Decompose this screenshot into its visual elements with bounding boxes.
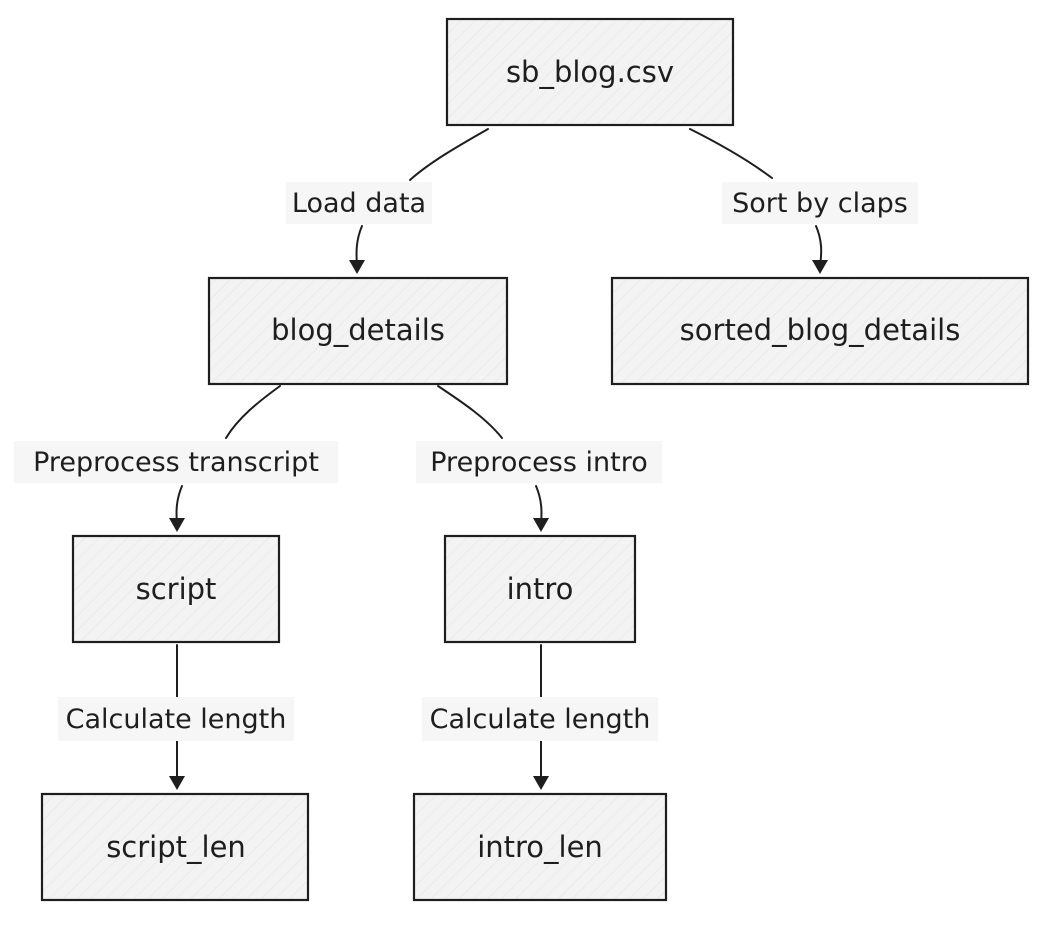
edge-label-calculate-length-script: Calculate length xyxy=(66,704,287,735)
edge-sort-by-claps: Sort by claps xyxy=(689,128,918,274)
node-label-sorted-blog-details: sorted_blog_details xyxy=(680,313,961,347)
node-label-intro: intro xyxy=(507,572,574,606)
edge-label-sort-by-claps: Sort by claps xyxy=(732,188,908,219)
edge-label-calculate-length-intro: Calculate length xyxy=(430,704,651,735)
edge-load-data: Load data xyxy=(286,128,489,274)
edge-label-preprocess-transcript: Preprocess transcript xyxy=(33,447,319,478)
node-script-len[interactable]: script_len xyxy=(40,792,310,902)
node-label-script: script xyxy=(136,572,217,606)
edge-label-load-data: Load data xyxy=(292,188,426,219)
node-script[interactable]: script xyxy=(71,534,281,644)
edge-calculate-length-intro: Calculate length xyxy=(422,644,658,790)
node-sorted-blog-details[interactable]: sorted_blog_details xyxy=(610,276,1030,386)
edge-label-preprocess-intro: Preprocess intro xyxy=(430,447,648,478)
edge-preprocess-intro: Preprocess intro xyxy=(416,385,662,532)
node-intro-len[interactable]: intro_len xyxy=(412,792,668,902)
node-intro[interactable]: intro xyxy=(443,534,637,644)
node-label-sb-blog-csv: sb_blog.csv xyxy=(506,55,674,89)
node-label-script-len: script_len xyxy=(106,830,246,864)
node-label-intro-len: intro_len xyxy=(477,830,603,864)
edge-preprocess-transcript: Preprocess transcript xyxy=(14,385,338,532)
node-blog-details[interactable]: blog_details xyxy=(207,276,509,386)
node-sb-blog-csv[interactable]: sb_blog.csv xyxy=(445,17,735,127)
edge-calculate-length-script: Calculate length xyxy=(58,644,294,790)
node-label-blog-details: blog_details xyxy=(271,313,445,347)
